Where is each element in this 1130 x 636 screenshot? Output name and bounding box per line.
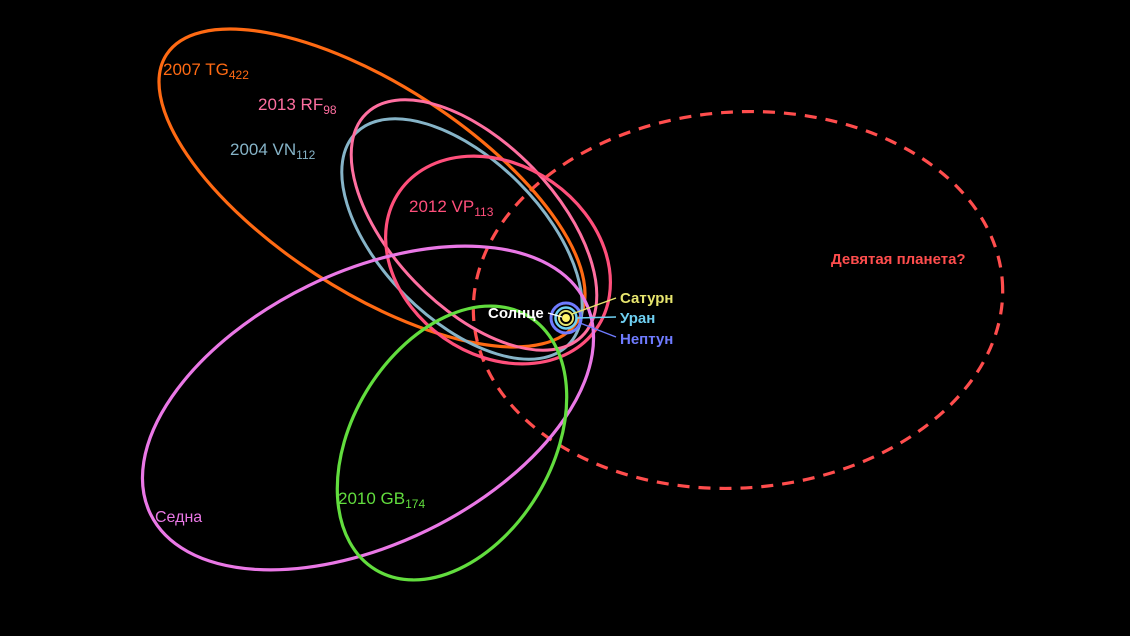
orbit-2012-vp113 bbox=[384, 154, 612, 366]
label-neptune: Нептун bbox=[620, 331, 673, 348]
label-2012-vp113-main: 2012 VP bbox=[409, 197, 474, 216]
label-uranus: Уран bbox=[620, 310, 655, 327]
label-2004-vn112-main: 2004 VN bbox=[230, 140, 296, 159]
label-2007-tg422: 2007 TG422 bbox=[163, 60, 249, 82]
label-2010-gb174: 2010 GB174 bbox=[338, 489, 425, 511]
saturn-leader-line bbox=[571, 297, 617, 315]
label-2012-vp113: 2012 VP113 bbox=[409, 197, 494, 219]
orbit-2010-gb174 bbox=[335, 304, 569, 582]
label-2013-rf98: 2013 RF98 bbox=[258, 95, 337, 117]
label-2007-tg422-main: 2007 TG bbox=[163, 60, 229, 79]
label-2007-tg422-sub: 422 bbox=[229, 68, 249, 82]
orbit-sedna bbox=[140, 244, 596, 572]
sun-icon bbox=[562, 314, 570, 322]
label-planet-nine: Девятая планета? bbox=[831, 251, 966, 268]
label-2004-vn112: 2004 VN112 bbox=[230, 140, 316, 162]
orbit-2013-rf98 bbox=[349, 98, 599, 352]
label-sun: Солнце bbox=[488, 305, 544, 322]
label-2013-rf98-sub: 98 bbox=[323, 103, 337, 117]
label-2012-vp113-sub: 113 bbox=[474, 205, 493, 219]
label-saturn: Сатурн bbox=[620, 290, 673, 307]
sun-leader-line bbox=[547, 312, 563, 318]
neptune-leader-line bbox=[579, 322, 617, 338]
label-sedna: Седна bbox=[155, 509, 202, 526]
label-2010-gb174-main: 2010 GB bbox=[338, 489, 405, 508]
uranus-leader-line bbox=[575, 316, 617, 319]
saturn-orbit bbox=[558, 310, 574, 326]
label-2013-rf98-main: 2013 RF bbox=[258, 95, 323, 114]
label-2010-gb174-sub: 174 bbox=[405, 497, 425, 511]
label-2004-vn112-sub: 112 bbox=[296, 148, 315, 162]
planet-nine-orbit bbox=[471, 109, 1005, 491]
